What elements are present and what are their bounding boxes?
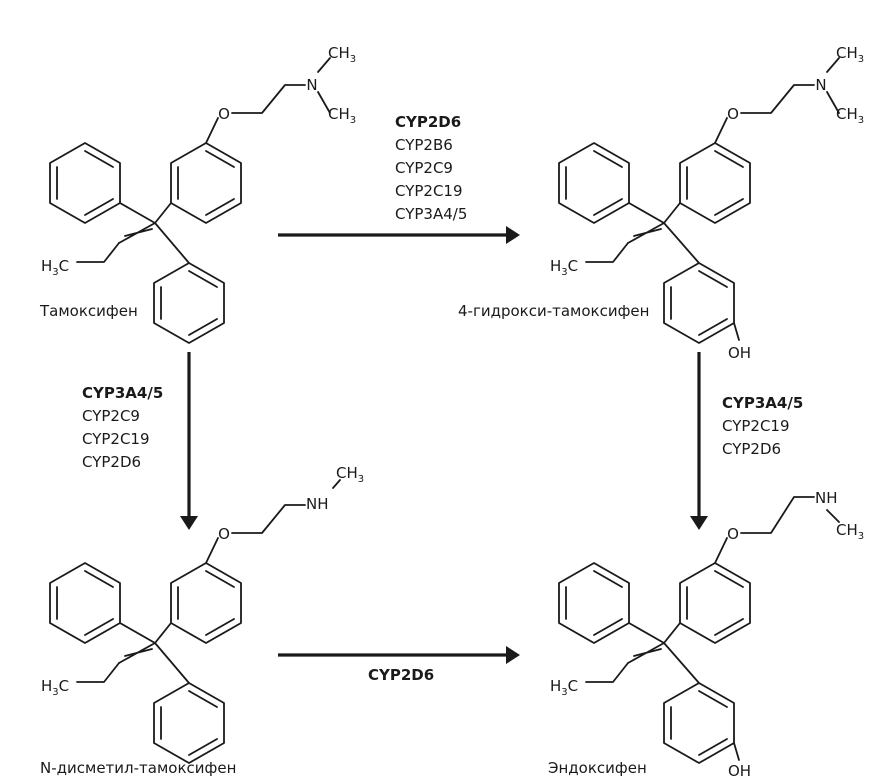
enzyme-label: CYP3A4/5	[395, 205, 467, 223]
alkene-bond	[118, 202, 190, 264]
ether-oxygen: O	[218, 525, 230, 543]
ether-chain	[714, 496, 840, 564]
phenyl-ring-para	[679, 142, 751, 224]
hydroxy-tamoxifen-name: 4-гидрокси-тамоксифен	[458, 302, 649, 320]
tamoxifen-name: Тамоксифен	[39, 302, 138, 320]
enzyme-label: CYP2C19	[395, 182, 463, 200]
ethyl-methyl-label: H3C	[550, 257, 578, 278]
enzyme-label: CYP2D6	[368, 666, 434, 684]
endoxifen-name: Эндоксифен	[548, 759, 647, 777]
ether-oxygen: O	[727, 525, 739, 543]
enzyme-label: CYP2D6	[395, 113, 461, 131]
ethyl-methyl-label: H3C	[41, 257, 69, 278]
amine-nh: NH	[815, 489, 838, 507]
enzymes-right: CYP3A4/5 CYP2C19 CYP2D6	[722, 394, 803, 458]
phenol-ring	[663, 682, 735, 764]
methyl-label: CH3	[328, 105, 356, 126]
enzymes-top: CYP2D6 CYP2B6 CYP2C9 CYP2C19 CYP3A4/5	[395, 113, 467, 223]
ether-chain	[205, 57, 331, 144]
ethyl-methyl-label: H3C	[550, 677, 578, 698]
hydroxyl-bond	[733, 322, 740, 341]
enzymes-bottom: CYP2D6	[368, 666, 434, 684]
ether-oxygen: O	[218, 105, 230, 123]
methyl-label: CH3	[328, 44, 356, 65]
arrow-right	[690, 352, 708, 530]
phenyl-ring-upper	[558, 562, 630, 644]
arrow-bottom	[278, 646, 520, 664]
ether-chain	[205, 479, 341, 564]
enzyme-label: CYP2C19	[722, 417, 790, 435]
methyl-label: CH3	[836, 105, 864, 126]
molecule-hydroxy-tamoxifen: O N CH3 CH3 H3C OH 4-гидрокси-тамоксифен	[458, 44, 864, 362]
arrow-top	[278, 226, 520, 244]
ethyl-chain	[585, 242, 629, 263]
ethyl-methyl-label: H3C	[41, 677, 69, 698]
molecule-desmethyl-tamoxifen: O NH CH3 H3C N-дисметил-тамоксифен	[40, 464, 364, 777]
amine-nh: NH	[306, 495, 329, 513]
ethyl-chain	[76, 662, 120, 683]
phenyl-ring-para	[679, 562, 751, 644]
enzyme-label: CYP2C19	[82, 430, 150, 448]
ethyl-chain	[76, 242, 120, 263]
enzyme-label: CYP3A4/5	[722, 394, 803, 412]
phenyl-ring-upper	[49, 562, 121, 644]
enzyme-label: CYP2C9	[395, 159, 453, 177]
phenyl-ring-lower	[153, 262, 225, 344]
amine-nitrogen: N	[306, 76, 317, 94]
arrow-left	[180, 352, 198, 530]
phenyl-ring-upper	[49, 142, 121, 224]
phenyl-ring-para	[170, 562, 242, 644]
molecule-endoxifen: O NH CH3 H3C OH Эндоксифен	[548, 489, 864, 780]
enzyme-label: CYP3A4/5	[82, 384, 163, 402]
enzyme-label: CYP2D6	[82, 453, 141, 471]
ether-chain	[714, 57, 840, 144]
molecule-tamoxifen: O N CH3 CH3 H3C Тамоксифен	[39, 44, 356, 344]
ethyl-chain	[585, 662, 629, 683]
alkene-bond	[627, 202, 700, 264]
enzyme-label: CYP2D6	[722, 440, 781, 458]
enzymes-left: CYP3A4/5 CYP2C9 CYP2C19 CYP2D6	[82, 384, 163, 471]
methyl-label: CH3	[836, 521, 864, 542]
enzyme-label: CYP2C9	[82, 407, 140, 425]
alkene-bond	[118, 622, 190, 684]
hydroxyl-label: OH	[728, 344, 751, 362]
desmethyl-tamoxifen-name: N-дисметил-тамоксифен	[40, 759, 236, 777]
hydroxyl-label: OH	[728, 762, 751, 780]
phenyl-ring-lower	[153, 682, 225, 764]
hydroxyl-bond	[733, 742, 740, 761]
amine-nitrogen: N	[815, 76, 826, 94]
phenol-ring	[663, 262, 735, 344]
ether-oxygen: O	[727, 105, 739, 123]
phenyl-ring-upper	[558, 142, 630, 224]
alkene-bond	[627, 622, 700, 684]
enzyme-label: CYP2B6	[395, 136, 453, 154]
methyl-label: CH3	[336, 464, 364, 485]
phenyl-ring-para	[170, 142, 242, 224]
methyl-label: CH3	[836, 44, 864, 65]
